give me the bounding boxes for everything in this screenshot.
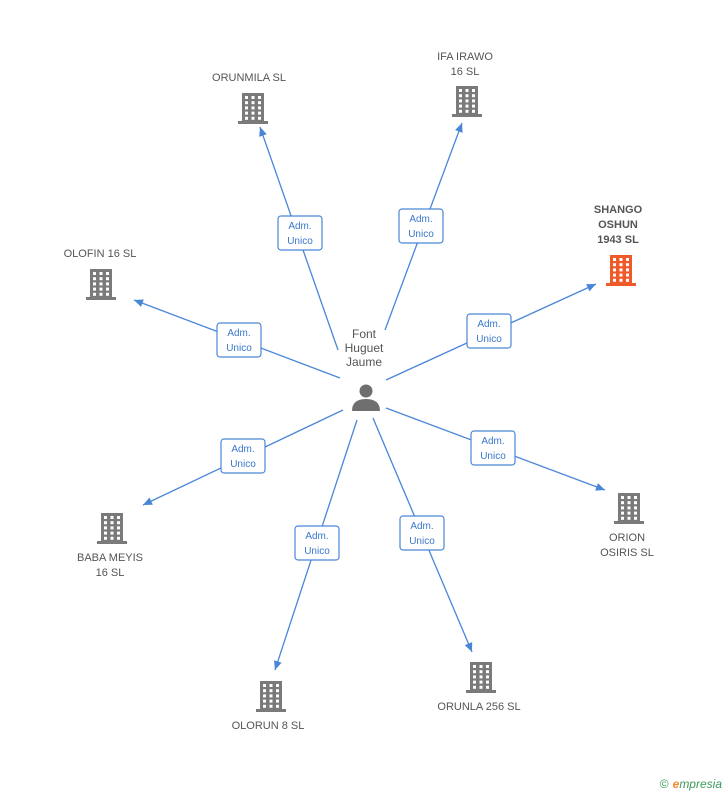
company-node[interactable]: ORUNLA 256 SL	[437, 662, 521, 713]
role-label[interactable]: Adm. Unico	[470, 430, 516, 466]
arrowhead-icon	[464, 642, 473, 652]
role-label-text: Adm.	[305, 531, 328, 542]
company-name: ORUNMILA SL	[212, 72, 286, 84]
company-name: BABA MEYIS	[77, 552, 143, 564]
person-name: Font	[352, 327, 377, 341]
building-icon	[466, 662, 496, 693]
arrowhead-icon	[455, 123, 463, 133]
role-label-text: Unico	[476, 334, 502, 345]
company-node[interactable]: BABA MEYIS 16 SL	[77, 513, 143, 579]
role-label-text: Adm.	[409, 214, 432, 225]
arrowhead-icon	[259, 127, 267, 137]
role-label-box	[220, 438, 266, 474]
building-icon	[614, 493, 644, 524]
building-icon	[86, 269, 116, 300]
role-label-text: Unico	[287, 236, 313, 247]
arrowhead-icon	[586, 284, 596, 292]
role-label-text: Unico	[408, 229, 434, 240]
arrowhead-icon	[143, 497, 153, 505]
company-node[interactable]: OLORUN 8 SL	[232, 681, 305, 732]
company-name: 1943 SL	[597, 234, 639, 246]
company-name: OSHUN	[598, 219, 638, 231]
company-node[interactable]: IFA IRAWO 16 SL	[437, 51, 493, 117]
edge-labels: Adm.UnicoAdm.UnicoAdm.UnicoAdm.UnicoAdm.…	[216, 208, 516, 561]
building-icon	[606, 255, 636, 286]
building-icon	[256, 681, 286, 712]
building-icon	[97, 513, 127, 544]
company-node[interactable]: OLOFIN 16 SL	[64, 248, 137, 300]
role-label-box	[399, 515, 445, 551]
role-label[interactable]: Adm. Unico	[294, 525, 340, 561]
company-name: OLORUN 8 SL	[232, 720, 305, 732]
company-name: 16 SL	[96, 567, 125, 579]
role-label-text: Adm.	[477, 319, 500, 330]
person-icon	[352, 384, 380, 411]
role-label-text: Unico	[230, 459, 256, 470]
arrowhead-icon	[134, 299, 144, 307]
role-label-box	[398, 208, 444, 244]
arrowhead-icon	[595, 483, 605, 491]
brand-name: mpresia	[679, 777, 722, 791]
role-label-text: Unico	[226, 343, 252, 354]
role-label-box	[294, 525, 340, 561]
company-nodes: ORUNMILA SL IFA IRAWO 16 SL SHANGO OSHUN 1943…	[64, 51, 654, 732]
building-icon	[452, 86, 482, 117]
company-name: 16 SL	[451, 66, 480, 78]
building-icon	[238, 93, 268, 124]
role-label-text: Unico	[480, 451, 506, 462]
company-node[interactable]: ORUNMILA SL	[212, 72, 286, 124]
role-label-text: Adm.	[231, 444, 254, 455]
role-label-box	[466, 313, 512, 349]
company-name: SHANGO	[594, 204, 643, 216]
person-name: Jaume	[346, 355, 382, 369]
role-label[interactable]: Adm. Unico	[216, 322, 262, 358]
company-name: OLOFIN 16 SL	[64, 248, 137, 260]
role-label-text: Adm.	[227, 328, 250, 339]
role-label[interactable]: Adm. Unico	[466, 313, 512, 349]
role-label[interactable]: Adm. Unico	[399, 515, 445, 551]
role-label-text: Unico	[409, 536, 435, 547]
role-label[interactable]: Adm. Unico	[220, 438, 266, 474]
edges	[133, 122, 606, 671]
footer-brand: ©empresia	[660, 777, 722, 791]
role-label[interactable]: Adm. Unico	[398, 208, 444, 244]
company-node[interactable]: ORION OSIRIS SL	[600, 493, 654, 559]
role-label-text: Adm.	[288, 221, 311, 232]
company-node[interactable]: SHANGO OSHUN 1943 SL	[594, 204, 643, 286]
company-name: IFA IRAWO	[437, 51, 493, 63]
company-name: ORION	[609, 532, 645, 544]
role-label-text: Unico	[304, 546, 330, 557]
role-label-box	[216, 322, 262, 358]
company-name: OSIRIS SL	[600, 547, 654, 559]
role-label-text: Adm.	[481, 436, 504, 447]
copyright-symbol: ©	[659, 777, 669, 791]
arrowhead-icon	[274, 660, 282, 670]
brand-initial: e	[672, 777, 680, 791]
role-label[interactable]: Adm. Unico	[277, 215, 323, 251]
role-label-box	[277, 215, 323, 251]
role-label-text: Adm.	[410, 521, 433, 532]
person-name: Huguet	[345, 341, 384, 355]
company-name: ORUNLA 256 SL	[437, 701, 520, 713]
role-label-box	[470, 430, 516, 466]
